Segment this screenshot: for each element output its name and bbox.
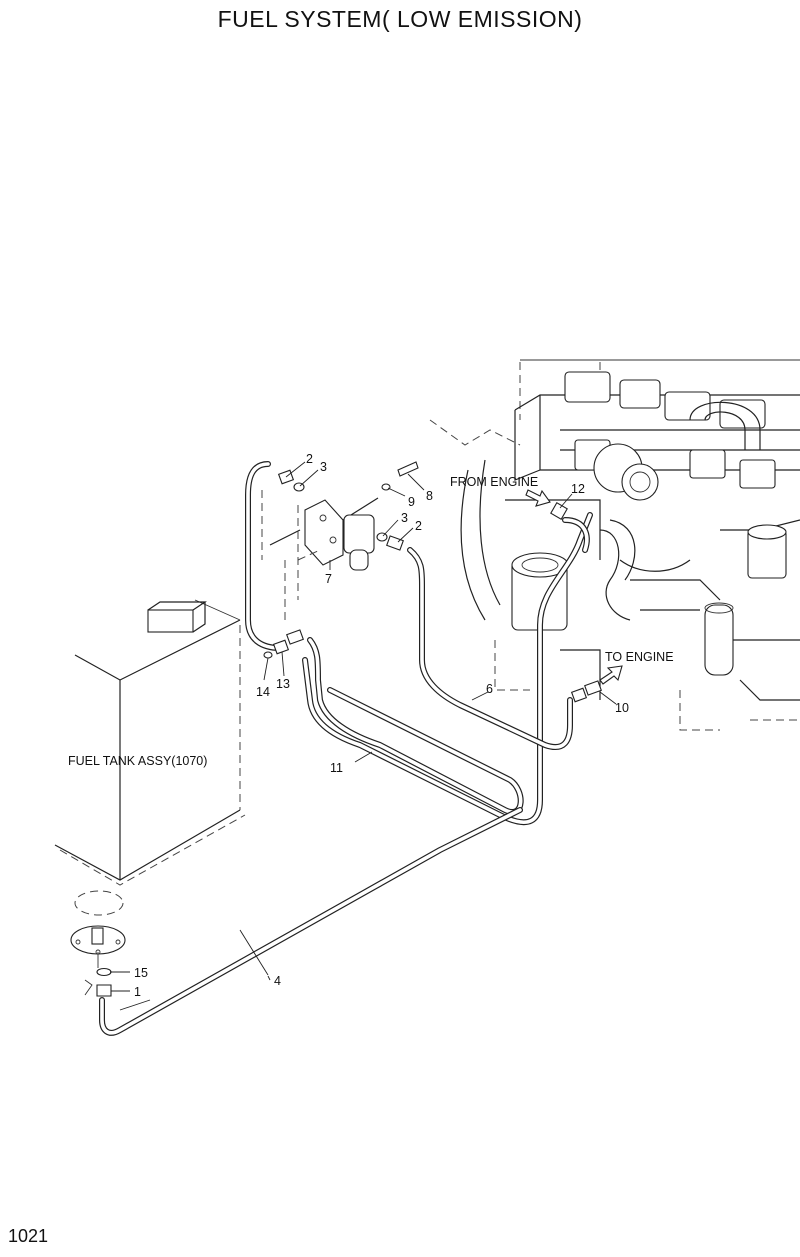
- callout-2: 2: [306, 452, 313, 466]
- page-title: FUEL SYSTEM( LOW EMISSION): [217, 6, 583, 32]
- leader-lines: [110, 461, 617, 1011]
- callout-6: 6: [486, 682, 493, 696]
- callout-7: 7: [325, 572, 332, 586]
- callout-numbers: 2 3 8 9 3 2 7 12 10 6 11 14 13 4 15 1: [134, 452, 629, 999]
- callout-2: 2: [415, 519, 422, 533]
- from-engine-label: FROM ENGINE: [450, 475, 538, 489]
- callout-15: 15: [134, 966, 148, 980]
- to-engine-arrow: [599, 665, 623, 685]
- flow-arrows: [525, 489, 623, 685]
- annotations: FROM ENGINE TO ENGINE FUEL TANK ASSY(107…: [68, 475, 674, 768]
- callout-1: 1: [134, 985, 141, 999]
- callout-12: 12: [571, 482, 585, 496]
- callout-3: 3: [320, 460, 327, 474]
- from-engine-arrow: [525, 489, 551, 507]
- callout-10: 10: [615, 701, 629, 715]
- fittings: [263, 461, 602, 703]
- callout-13: 13: [276, 677, 290, 691]
- page-number: 1021: [8, 1226, 49, 1246]
- callout-14: 14: [256, 685, 270, 699]
- fuel-tank: [54, 599, 246, 886]
- fuel-filter: [261, 490, 379, 625]
- to-engine-label: TO ENGINE: [605, 650, 674, 664]
- callout-4: 4: [274, 974, 281, 988]
- callout-11: 11: [330, 761, 343, 775]
- tank-flange: [70, 890, 126, 997]
- callout-3: 3: [401, 511, 408, 525]
- callout-9: 9: [408, 495, 415, 509]
- engine-assembly: [429, 359, 800, 731]
- fuel-tank-label: FUEL TANK ASSY(1070): [68, 754, 207, 768]
- fuel-lines: [99, 461, 593, 1036]
- callout-8: 8: [426, 489, 433, 503]
